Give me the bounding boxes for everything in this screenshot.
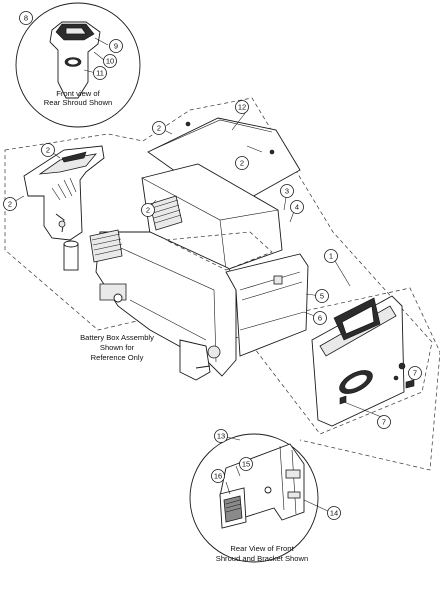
callout-12: 12 (235, 100, 249, 114)
svg-text:2: 2 (8, 200, 12, 209)
callout-13: 13 (214, 429, 228, 443)
spring-front (89, 229, 123, 263)
callout-1: 1 (324, 249, 338, 263)
svg-text:Shroud and Bracket Shown: Shroud and Bracket Shown (216, 554, 308, 563)
svg-text:Battery Box Assembly: Battery Box Assembly (80, 333, 154, 342)
svg-text:Rear Shroud Shown: Rear Shroud Shown (44, 98, 112, 107)
callout-9: 9 (109, 39, 123, 53)
front-shroud-caption: Rear View of Front Shroud and Bracket Sh… (216, 544, 308, 563)
callout-8: 8 (19, 11, 33, 25)
svg-text:1: 1 (329, 252, 333, 261)
svg-text:4: 4 (295, 203, 299, 212)
front-shroud (311, 295, 406, 427)
svg-text:8: 8 (24, 14, 28, 23)
svg-text:2: 2 (46, 146, 50, 155)
svg-text:7: 7 (382, 418, 386, 427)
frame-assembly (63, 163, 309, 381)
frame-dashed-outline (4, 97, 433, 435)
svg-text:13: 13 (217, 432, 225, 441)
svg-text:2: 2 (157, 124, 161, 133)
callout-4: 4 (290, 200, 304, 214)
svg-text:7: 7 (413, 369, 417, 378)
callout-7: 7 (408, 366, 422, 380)
callout-16: 16 (211, 469, 225, 483)
svg-text:Reference Only: Reference Only (91, 353, 144, 362)
callout-14: 14 (327, 506, 341, 520)
callout-2: 2 (141, 203, 155, 217)
svg-text:Shown for: Shown for (100, 343, 135, 352)
callout-3: 3 (280, 184, 294, 198)
callout-10: 10 (103, 54, 117, 68)
front-shroud-dashed-outline (299, 287, 440, 471)
callout-11: 11 (93, 66, 107, 80)
svg-text:12: 12 (238, 103, 246, 112)
spring-rear (149, 195, 183, 231)
front-shroud-detail (189, 433, 319, 563)
callout-5: 5 (315, 289, 329, 303)
callout-2: 2 (3, 197, 17, 211)
svg-text:3: 3 (285, 187, 289, 196)
cylinder-post (63, 240, 79, 271)
rear-shroud-detail (15, 2, 141, 128)
svg-text:16: 16 (214, 472, 222, 481)
svg-text:2: 2 (146, 206, 150, 215)
svg-text:15: 15 (242, 460, 250, 469)
battery-box-caption: Battery Box Assembly Shown for Reference… (80, 333, 154, 362)
svg-text:10: 10 (106, 57, 114, 66)
svg-text:5: 5 (320, 292, 324, 301)
callout-2: 2 (235, 156, 249, 170)
callout-6: 6 (313, 311, 327, 325)
rear-shroud-caption: Front view of Rear Shroud Shown (44, 89, 112, 107)
callout-7: 7 (377, 415, 391, 429)
svg-text:Front view of: Front view of (56, 89, 100, 98)
svg-text:Rear View of Front: Rear View of Front (230, 544, 294, 553)
callout-2: 2 (41, 143, 55, 157)
svg-text:9: 9 (114, 42, 118, 51)
callout-2: 2 (152, 121, 166, 135)
svg-text:11: 11 (96, 69, 104, 78)
callout-15: 15 (239, 457, 253, 471)
svg-text:2: 2 (240, 159, 244, 168)
svg-text:6: 6 (318, 314, 322, 323)
rear-shroud (23, 145, 105, 241)
svg-text:14: 14 (330, 509, 338, 518)
